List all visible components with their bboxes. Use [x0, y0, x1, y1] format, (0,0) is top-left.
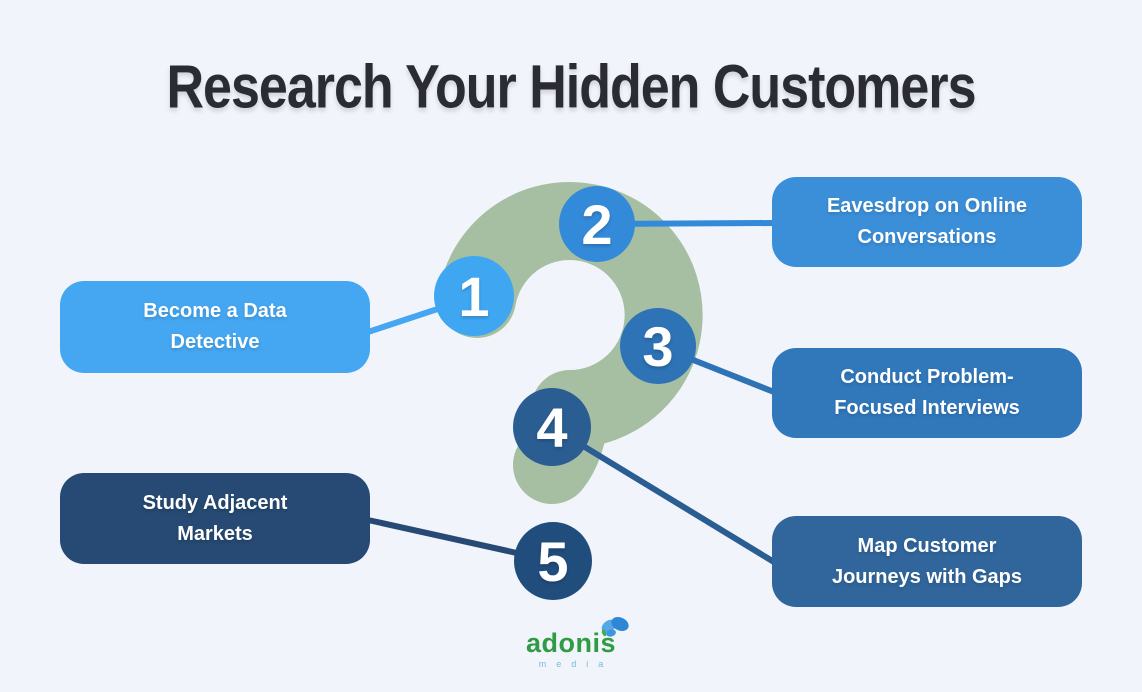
- step-circle-2: 2: [559, 186, 635, 262]
- page-title: Research Your Hidden Customers: [166, 53, 977, 122]
- step-box-study-adjacent-markets: Study Adjacent Markets: [60, 473, 370, 564]
- step-box-eavesdrop-on-online-conversations: Eavesdrop on Online Conversations: [772, 177, 1082, 267]
- step-circle-5: 5: [514, 522, 592, 600]
- step-box-conduct-problem-focused-interviews: Conduct Problem- Focused Interviews: [772, 348, 1082, 438]
- logo-tagline: media: [538, 659, 614, 669]
- step-box-become-a-data-detective: Become a Data Detective: [60, 281, 370, 373]
- logo-wordmark: adonis: [525, 628, 616, 658]
- step-circle-4: 4: [513, 388, 591, 466]
- step-circle-1: 1: [434, 256, 514, 336]
- logo-adonis-media: adonis media: [516, 616, 629, 669]
- connector-line-step4: [549, 424, 777, 565]
- step-box-map-customer-journeys-with-gaps: Map Customer Journeys with Gaps: [772, 516, 1082, 607]
- step-circle-3: 3: [620, 308, 696, 384]
- butterfly-icon: [601, 616, 629, 637]
